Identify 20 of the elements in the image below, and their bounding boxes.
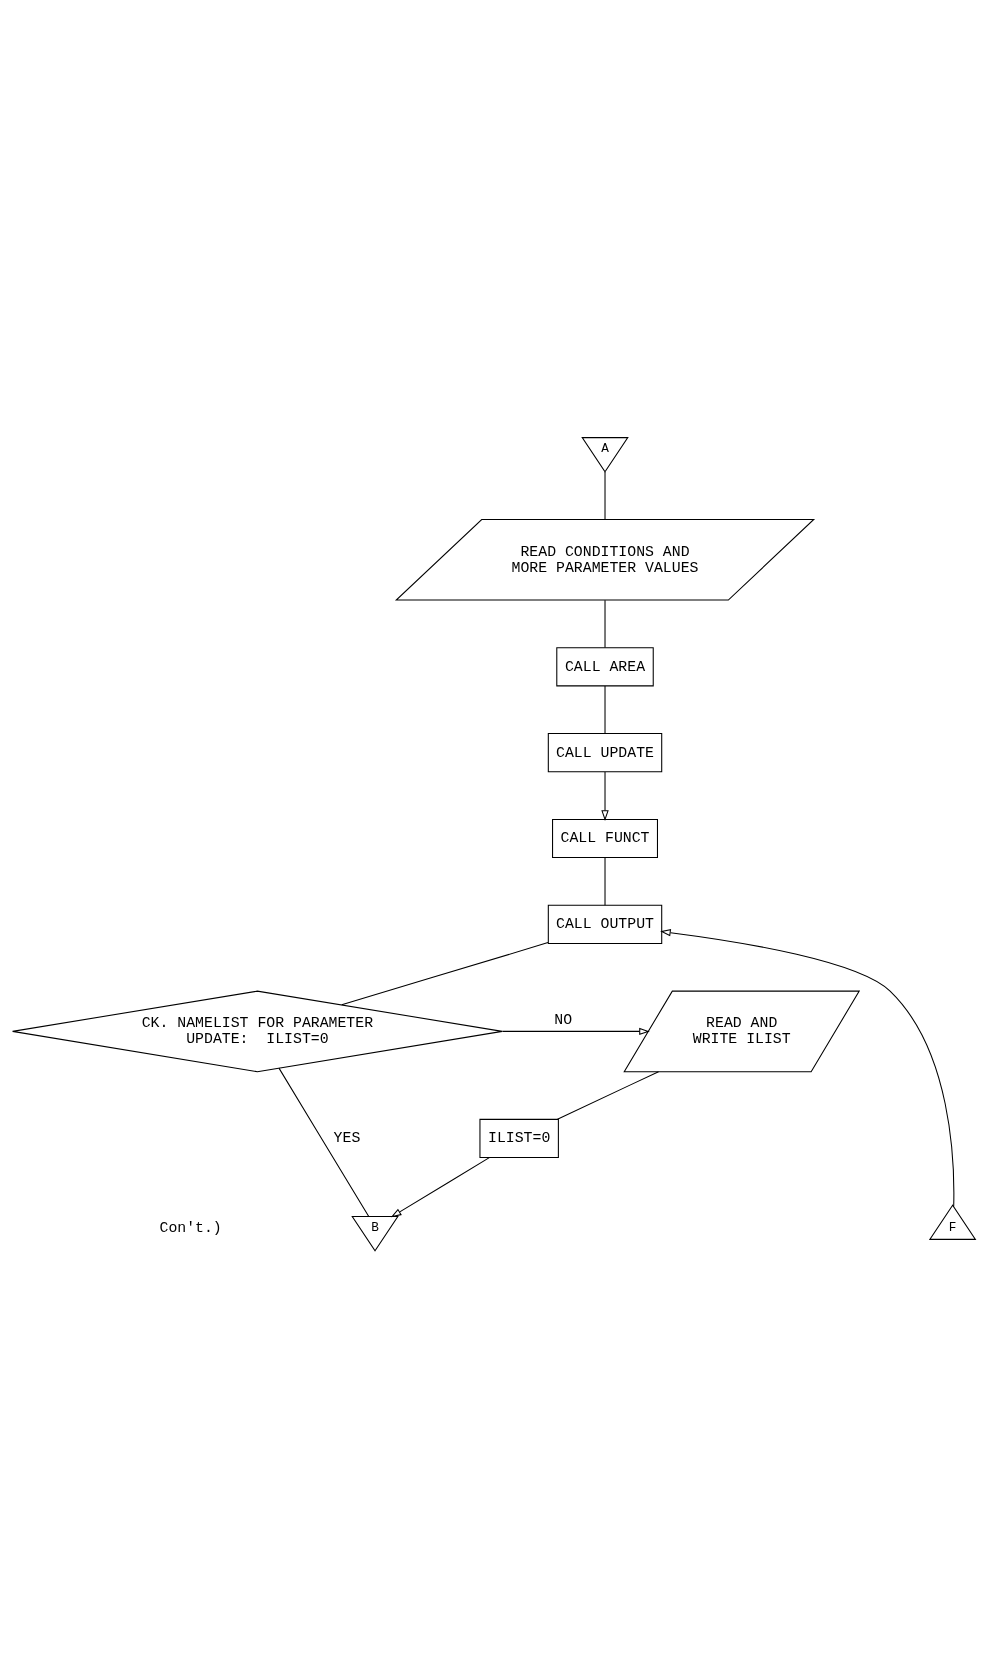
connector xyxy=(278,1067,370,1217)
node-box: CALL FUNCT xyxy=(552,818,658,859)
node-box: CALL OUTPUT xyxy=(547,904,663,944)
edge-label: NO xyxy=(554,1012,573,1029)
node-box: ILIST=0 xyxy=(479,1118,559,1159)
connector xyxy=(604,599,606,649)
edge-label: YES xyxy=(333,1130,361,1147)
arrow xyxy=(601,771,609,821)
node-box: CALL AREA xyxy=(556,647,654,687)
connector xyxy=(604,471,606,520)
arrow xyxy=(501,1027,650,1036)
connector xyxy=(341,942,549,1006)
connector xyxy=(604,685,606,734)
label: Con't.) xyxy=(159,1219,222,1236)
arrow xyxy=(390,1157,490,1218)
connector xyxy=(604,857,606,906)
node-diamond: CK. NAMELIST FOR PARAMETER UPDATE: ILIST=0 xyxy=(12,990,503,1073)
arrow xyxy=(660,928,955,1207)
connector xyxy=(556,1071,660,1120)
node-box: CALL UPDATE xyxy=(547,733,663,773)
